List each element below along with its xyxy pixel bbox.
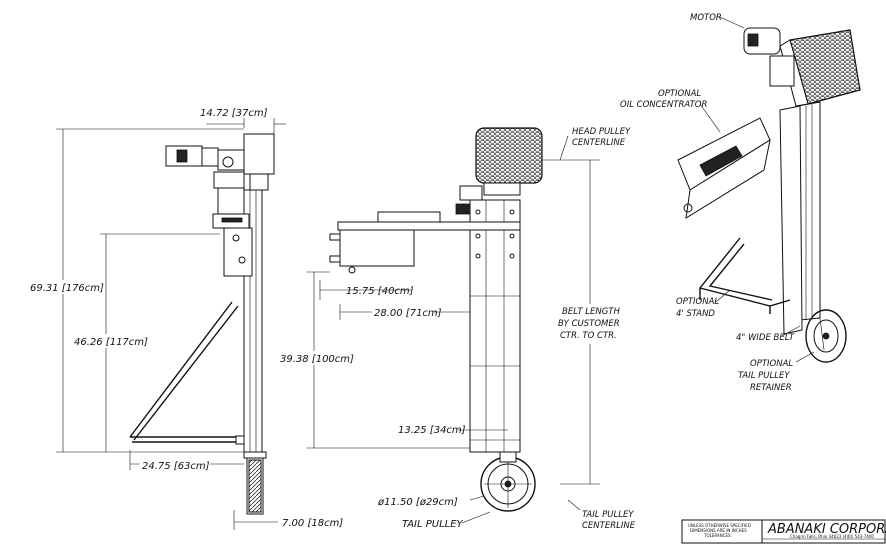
dim-inlet-offset: 15.75 [40cm] <box>346 286 414 297</box>
side-view-dimensions: 14.72 [37cm] 69.31 [176cm] 46.26 [117cm]… <box>28 108 343 530</box>
retainer-line-1: OPTIONAL <box>750 359 793 369</box>
belt-length-line-2: BY CUSTOMER <box>558 319 620 329</box>
dim-top-width: 14.72 [37cm] <box>200 108 268 119</box>
title-note-1: UNLESS OTHERWISE SPECIFIED <box>688 523 751 528</box>
label-motor: MOTOR <box>690 13 722 23</box>
tail-pulley-cl-line-1: TAIL PULLEY <box>582 510 634 520</box>
title-note-2: DIMENSIONS ARE IN INCHES <box>690 528 747 533</box>
head-pulley-line-2: CENTERLINE <box>572 138 626 148</box>
title-note-3: TOLERANCES: <box>703 533 732 538</box>
label-wide-belt: 4" WIDE BELT <box>736 333 795 343</box>
dim-overall-height: 69.31 [176cm] <box>30 283 104 294</box>
retainer-line-2: TAIL PULLEY <box>738 371 790 381</box>
centerline-annotations: HEAD PULLEY CENTERLINE BELT LENGTH BY CU… <box>542 127 636 531</box>
title-block: UNLESS OTHERWISE SPECIFIED DIMENSIONS AR… <box>681 519 886 544</box>
front-view-dimensions: 15.75 [40cm] 28.00 [71cm] 39.38 [100cm] … <box>278 271 508 530</box>
oil-concentrator-line-2: OIL CONCENTRATOR <box>620 100 707 110</box>
dim-pulley-height: 39.38 [100cm] <box>280 354 354 365</box>
company-name: ABANAKI CORPORATIC <box>767 522 886 537</box>
head-pulley-line-1: HEAD PULLEY <box>572 127 631 137</box>
company-address: Chagrin Falls, Ohio 44023 (440) 543-7400 <box>790 534 874 539</box>
oil-concentrator-line-1: OPTIONAL <box>658 89 701 99</box>
side-view <box>129 133 275 515</box>
dim-tray-width: 28.00 [71cm] <box>374 308 442 319</box>
stand-line-2: 4' STAND <box>676 309 715 319</box>
dim-mid-height: 46.26 [117cm] <box>74 337 148 348</box>
isometric-view <box>677 27 861 363</box>
label-tail-pulley: TAIL PULLEY <box>402 519 464 530</box>
front-view <box>329 127 543 512</box>
belt-length-line-1: BELT LENGTH <box>562 307 620 317</box>
dim-base-width: 24.75 [63cm] <box>142 461 210 472</box>
dim-pulley-offset: 13.25 [34cm] <box>398 425 466 436</box>
dim-belt-thickness: 7.00 [18cm] <box>282 518 343 529</box>
dim-pulley-diameter: ø11.50 [ø29cm] <box>377 497 458 508</box>
tail-pulley-cl-line-2: CENTERLINE <box>582 521 636 531</box>
stand-line-1: OPTIONAL <box>676 297 719 307</box>
retainer-line-3: RETAINER <box>750 383 792 393</box>
belt-length-line-3: CTR. TO CTR. <box>560 331 617 341</box>
isometric-labels: MOTOR OPTIONAL OIL CONCENTRATOR OPTIONAL… <box>620 13 815 393</box>
